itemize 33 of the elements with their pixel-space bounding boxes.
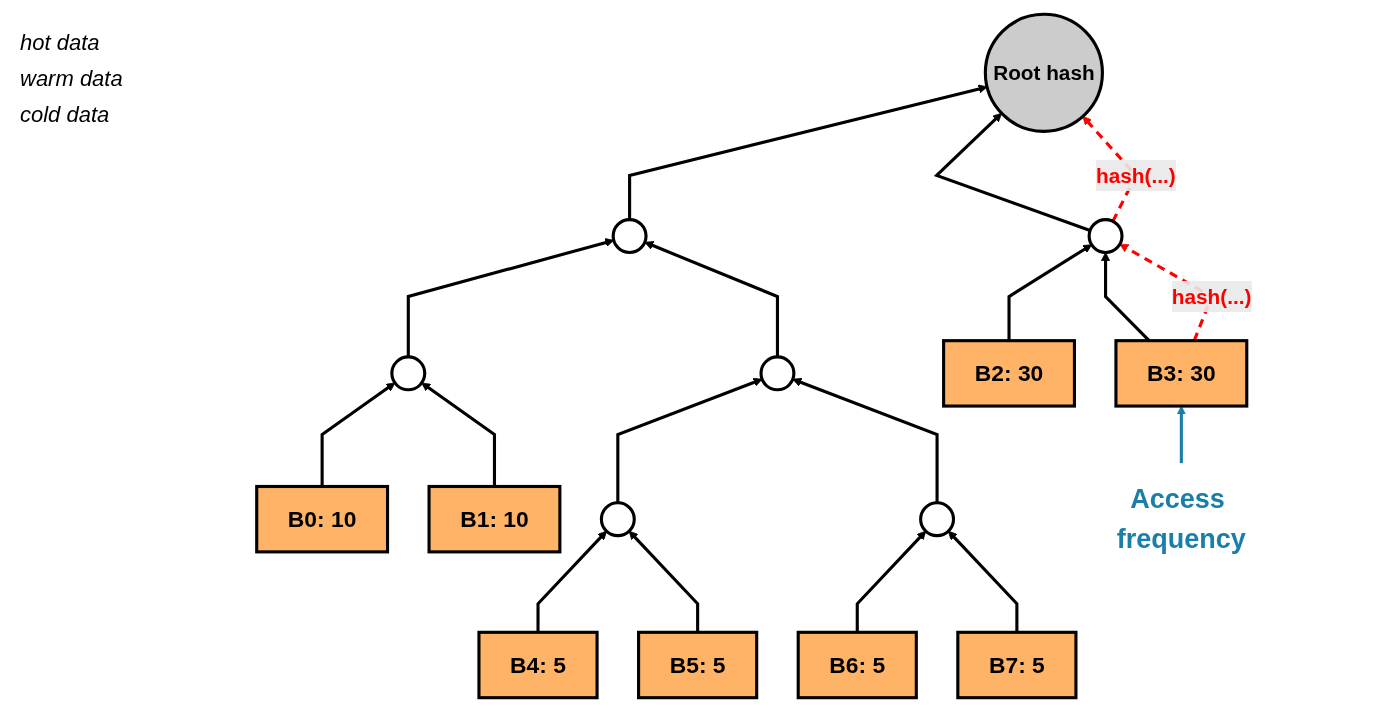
arrow bbox=[1176, 405, 1186, 463]
node-circle: Root hash bbox=[983, 12, 1104, 133]
region-label: cold data bbox=[20, 102, 111, 128]
node-box: B6: 5 bbox=[796, 630, 918, 699]
arrow bbox=[421, 381, 496, 486]
node-box: B1: 10 bbox=[427, 484, 562, 553]
arrow bbox=[855, 530, 927, 632]
node-text: Access frequency bbox=[1116, 482, 1246, 554]
region-label: hot data bbox=[20, 30, 101, 56]
node-box: B3: 30 bbox=[1114, 338, 1249, 408]
arrow bbox=[616, 377, 763, 503]
node-circle bbox=[611, 217, 648, 254]
node-circle bbox=[390, 354, 427, 391]
edge-label: hash(...) bbox=[1096, 163, 1176, 187]
node-circle bbox=[759, 354, 796, 391]
arrow bbox=[320, 381, 396, 486]
node-circle bbox=[1087, 217, 1124, 254]
arrow bbox=[644, 240, 779, 357]
arrow bbox=[1007, 243, 1093, 341]
node-box: B2: 30 bbox=[942, 338, 1076, 408]
arrow bbox=[792, 377, 939, 503]
node-circle bbox=[919, 500, 956, 537]
arrow bbox=[628, 83, 988, 220]
node-box: B4: 5 bbox=[477, 630, 599, 699]
node-box: B7: 5 bbox=[956, 630, 1078, 699]
region-label: warm data bbox=[20, 66, 124, 92]
node-box: B5: 5 bbox=[637, 630, 759, 699]
node-circle bbox=[599, 500, 636, 537]
node-box: B0: 10 bbox=[255, 484, 390, 553]
edge-label: hash(...) bbox=[1171, 284, 1252, 308]
arrow bbox=[536, 530, 607, 632]
arrow bbox=[947, 530, 1019, 632]
arrow bbox=[628, 530, 700, 632]
